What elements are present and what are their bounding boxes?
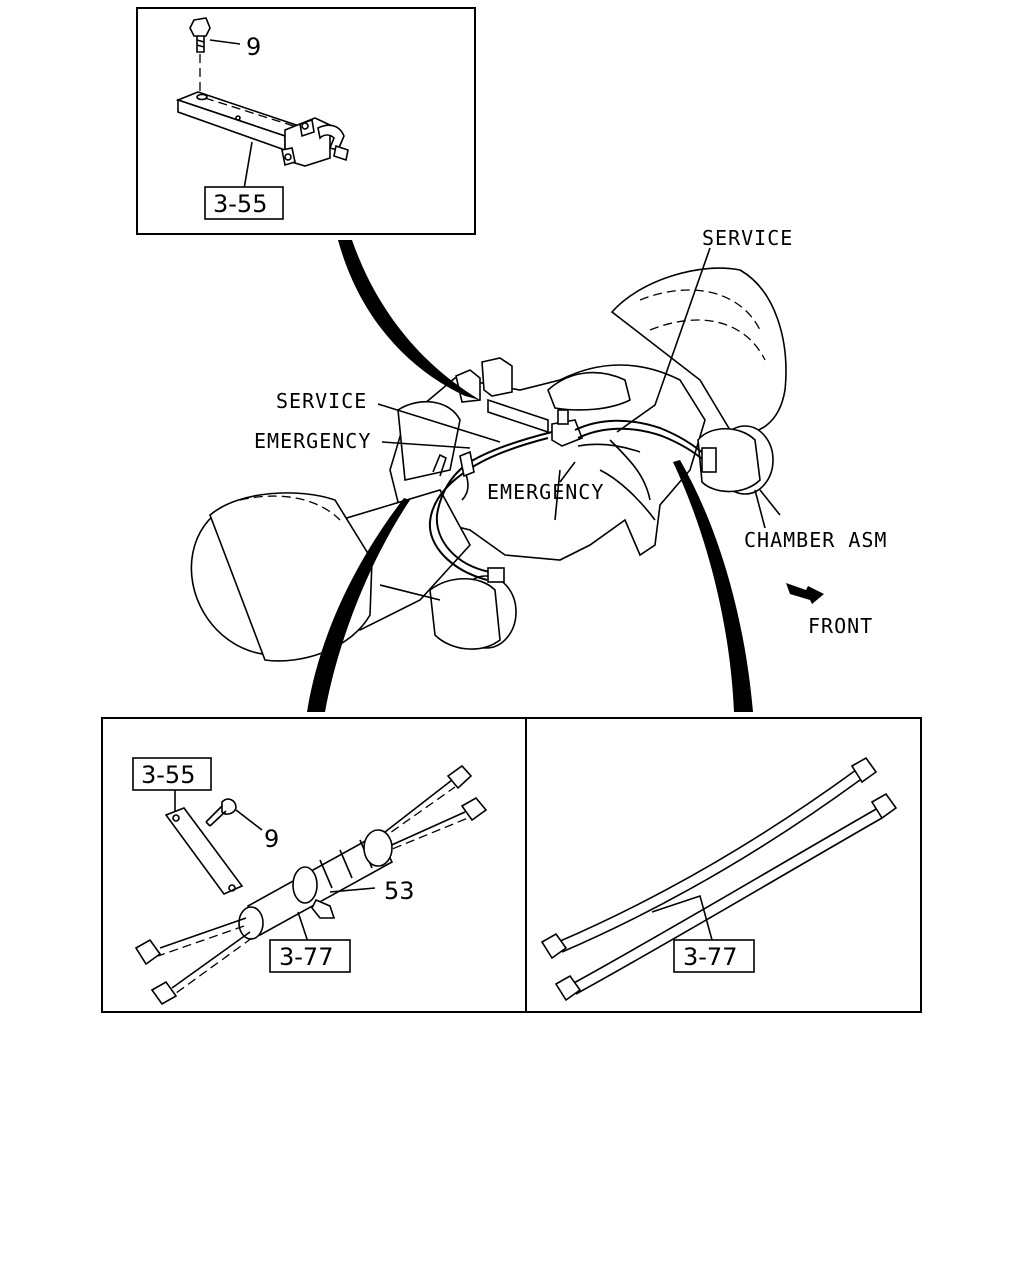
- left-ref-box: [132, 757, 212, 791]
- left-hose-ref-box: [269, 939, 351, 973]
- top-ref-box: [204, 186, 284, 220]
- top-detail-panel: [136, 7, 476, 235]
- service-left-label: SERVICE: [276, 389, 367, 413]
- leader-lines: [377, 247, 766, 529]
- right-hose-part-number: 3-77: [683, 943, 737, 971]
- axle-assembly: [190, 267, 787, 662]
- left-bolt-part-number: 9: [264, 825, 279, 853]
- front-label: FRONT: [808, 614, 873, 638]
- emergency-center-label: EMERGENCY: [487, 480, 604, 504]
- left-clip-part-number: 53: [384, 877, 415, 905]
- chamber-asm-label: CHAMBER ASM: [744, 528, 887, 552]
- left-hose-part-number: 3-77: [279, 943, 333, 971]
- service-upper-label: SERVICE: [702, 226, 793, 250]
- right-hose-ref-box: [673, 939, 755, 973]
- left-ref-part-number: 3-55: [141, 761, 195, 789]
- callout-arcs: [307, 240, 753, 712]
- emergency-left-label: EMERGENCY: [254, 429, 371, 453]
- front-arrow-icon: [786, 583, 824, 604]
- bottom-right-detail-panel: [525, 717, 922, 1013]
- top-bolt-part-number: 9: [246, 33, 261, 61]
- bolt-icon: [189, 17, 211, 37]
- top-ref-part-number: 3-55: [213, 190, 267, 218]
